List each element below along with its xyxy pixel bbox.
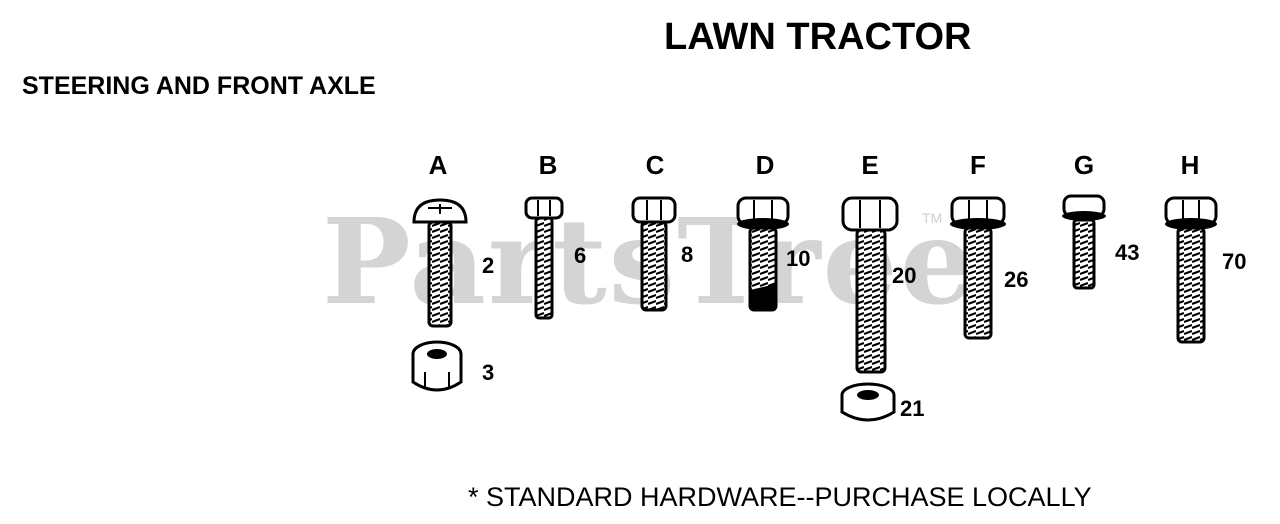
part-f-bolt xyxy=(950,196,1006,340)
callout-10: 10 xyxy=(786,246,811,271)
letter-d: D xyxy=(755,150,775,180)
callout-26: 26 xyxy=(1004,267,1029,292)
part-b-bolt xyxy=(524,196,564,320)
letter-b: B xyxy=(538,150,558,180)
section-title: STEERING AND FRONT AXLE xyxy=(22,72,376,100)
callout-3: 3 xyxy=(482,360,495,385)
part-c-bolt xyxy=(631,196,677,312)
part-a-nut xyxy=(411,340,463,392)
part-g-bolt xyxy=(1062,194,1106,290)
part-e-nut xyxy=(840,382,896,422)
diagram-title: LAWN TRACTOR xyxy=(664,16,972,58)
callout-2: 2 xyxy=(482,253,495,278)
footer-note: * STANDARD HARDWARE--PURCHASE LOCALLY xyxy=(468,482,1092,512)
watermark-tm: TM xyxy=(922,210,943,226)
callout-6: 6 xyxy=(574,243,587,268)
callout-43: 43 xyxy=(1115,240,1140,265)
letter-c: C xyxy=(645,150,665,180)
letter-f: F xyxy=(970,150,986,180)
callout-8: 8 xyxy=(681,242,694,267)
callout-70: 70 xyxy=(1222,249,1247,274)
callout-21: 21 xyxy=(900,396,925,421)
part-a-screw xyxy=(412,198,468,328)
part-d-bolt xyxy=(736,196,790,312)
letter-g: G xyxy=(1073,150,1095,180)
part-e-bolt xyxy=(841,196,899,374)
letter-h: H xyxy=(1180,150,1200,180)
part-h-bolt xyxy=(1164,196,1218,344)
callout-20: 20 xyxy=(892,263,917,288)
letter-e: E xyxy=(861,150,879,180)
letter-a: A xyxy=(428,150,448,180)
